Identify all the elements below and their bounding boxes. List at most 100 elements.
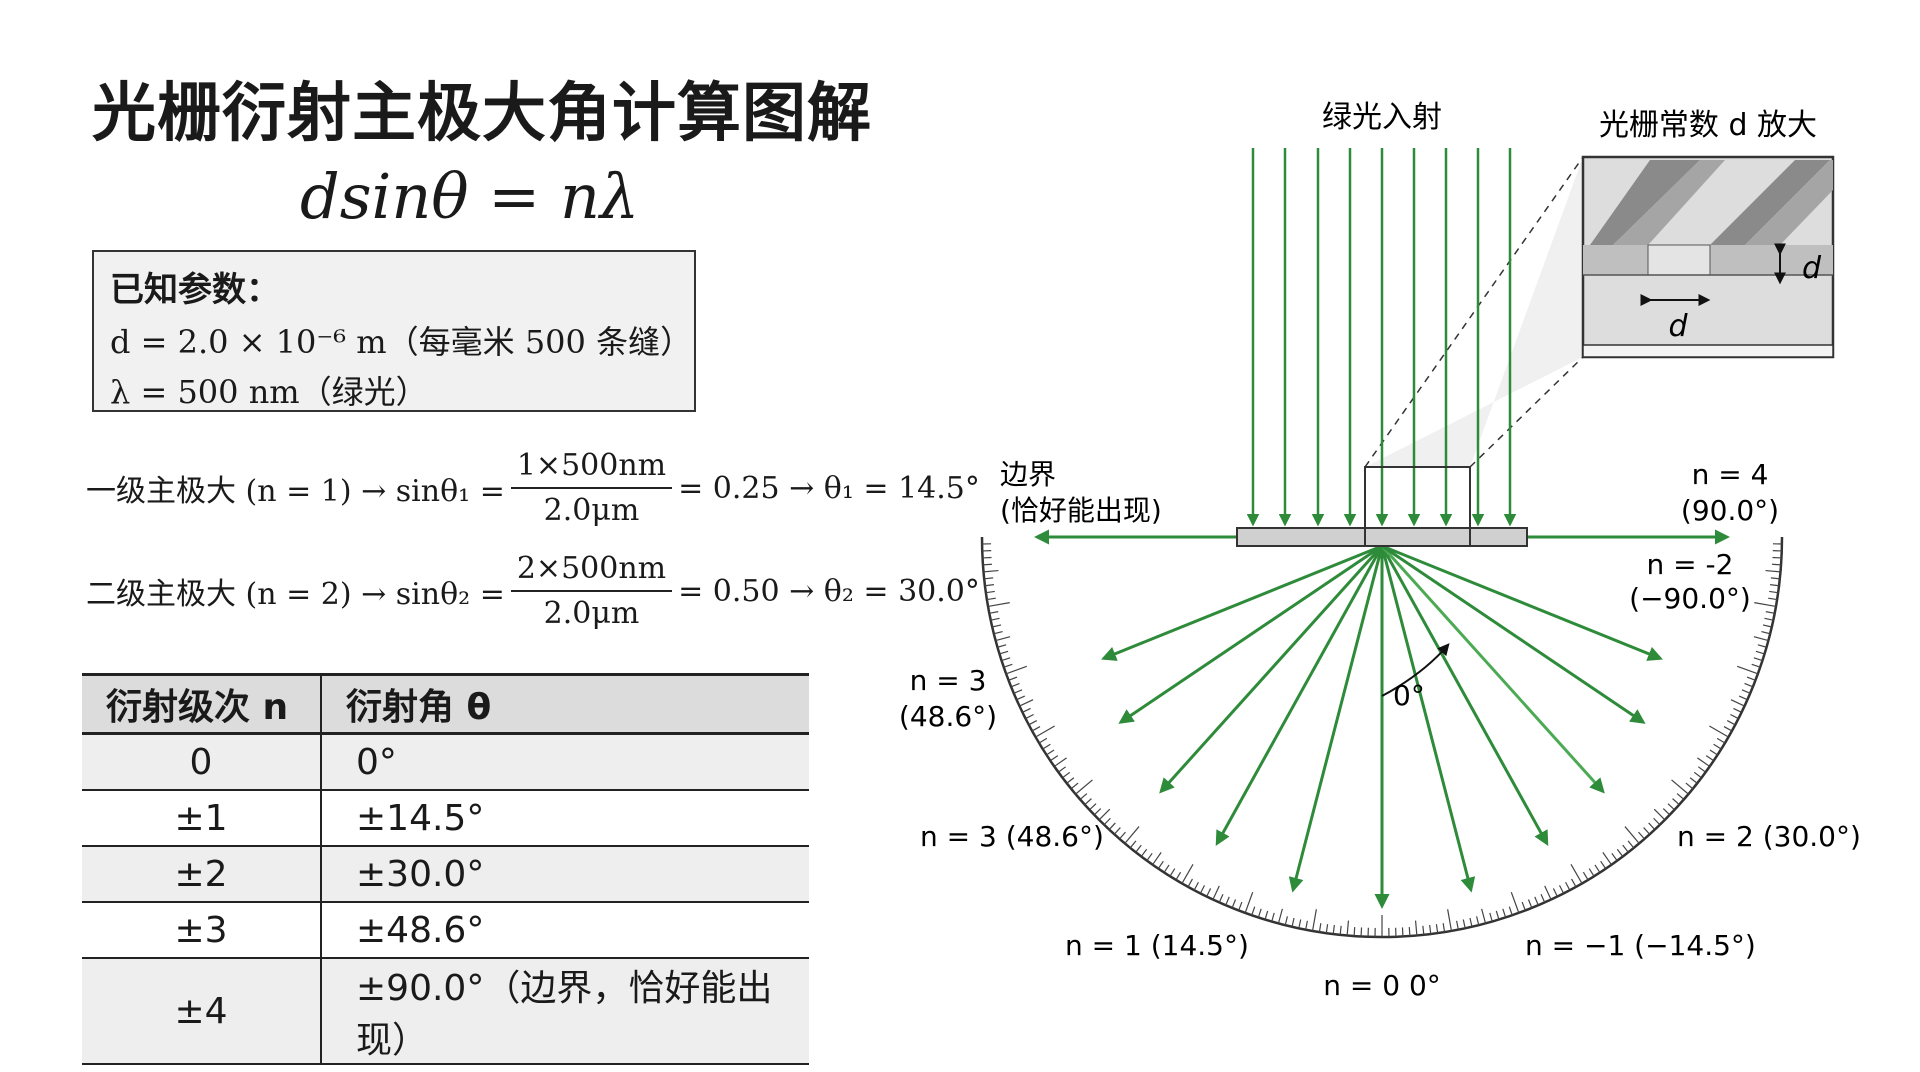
table-row: ±4±90.0°（边界，恰好能出现） (82, 958, 809, 1065)
angle-cell: ±48.6° (321, 902, 809, 959)
protractor-tick (1753, 636, 1769, 642)
protractor-tick (1353, 927, 1356, 937)
protractor-tick (1271, 912, 1275, 922)
protractor-tick (1332, 925, 1335, 935)
protractor-tick (1662, 808, 1671, 816)
protractor-tick (1469, 917, 1473, 927)
protractor-tick (1746, 676, 1756, 681)
eq1-denominator: 2.0μm (543, 493, 640, 528)
protractor-tick (1163, 864, 1170, 873)
protractor-tick (1429, 925, 1432, 935)
protractor-tick (1031, 726, 1041, 732)
protractor-tick (1527, 899, 1533, 909)
protractor-tick (989, 611, 999, 614)
protractor-tick (1709, 725, 1729, 738)
incident-beams (1246, 148, 1517, 527)
protractor-tick (1146, 852, 1153, 861)
protractor-tick (986, 597, 996, 601)
protractor-tick (1697, 766, 1706, 773)
protractor-tick (1456, 920, 1459, 930)
label-n2-right: n = 2 (30.0°) (1677, 820, 1861, 853)
protractor-tick (1638, 831, 1645, 840)
protractor-tick (1103, 817, 1111, 826)
angle-cell: ±30.0° (321, 846, 809, 903)
protractor-tick (1325, 924, 1329, 934)
protractor-tick (1602, 852, 1612, 866)
protractor-tick (1016, 695, 1026, 701)
known-parameters-box: 已知参数： d = 2.0 × 10⁻⁶ m（每毫米 500 条缝） λ = 5… (92, 250, 696, 412)
protractor-tick (1510, 891, 1520, 914)
protractor-tick (1558, 885, 1565, 894)
protractor-tick (1751, 663, 1761, 668)
inset-title: 光栅常数 d 放大 (1599, 108, 1817, 143)
protractor-tick (1058, 766, 1067, 773)
protractor-tick (1339, 925, 1342, 935)
page-title: 光栅衍射主极大角计算图解 (92, 77, 872, 151)
eq1-numerator: 1×500nm (510, 448, 673, 489)
protractor-tick (1709, 749, 1718, 756)
eq2-numerator: 2×500nm (510, 551, 673, 592)
protractor-tick (1765, 611, 1775, 614)
zero-angle-label: 0° (1393, 679, 1425, 712)
protractor-tick (1079, 793, 1088, 800)
eq1-lead: 一级主极大 (n = 1) → sinθ₁ = (86, 474, 505, 509)
grating-formula: dsinθ = nλ (300, 160, 640, 233)
order-cell: ±1 (82, 790, 322, 847)
protractor-tick (1697, 757, 1711, 767)
grating-zoom-box (1364, 466, 1471, 547)
protractor-tick (1212, 885, 1220, 900)
protractor-tick (1693, 771, 1702, 779)
protractor-tick (1251, 906, 1256, 916)
protractor-tick (1671, 779, 1689, 795)
protractor-tick (1588, 868, 1595, 877)
protractor-tick (1744, 682, 1754, 688)
protractor-tick (1565, 881, 1571, 891)
protractor-tick (997, 644, 1007, 648)
protractor-tick (1770, 584, 1780, 587)
order-cell: ±2 (82, 846, 322, 903)
protractor-tick (1038, 737, 1048, 744)
protractor-tick (1667, 803, 1675, 811)
protractor-tick (1643, 827, 1651, 835)
protractor-tick (1772, 563, 1782, 566)
protractor-tick (1075, 779, 1093, 795)
protractor-tick (1084, 798, 1092, 806)
protractor-tick (1544, 885, 1552, 900)
header-angle: 衍射角 θ (321, 673, 809, 735)
diffracted-beam (1118, 544, 1383, 724)
protractor-tick (1552, 888, 1558, 897)
protractor-tick (1140, 848, 1148, 857)
protractor-tick (1738, 695, 1748, 701)
protractor-tick (1135, 844, 1142, 853)
protractor-tick (1042, 743, 1051, 750)
protractor-tick (1624, 826, 1640, 844)
protractor-tick (1175, 871, 1182, 881)
protractor-tick (1244, 891, 1254, 914)
protractor-tick (1726, 720, 1736, 726)
zoom-line-upper (1364, 156, 1584, 468)
protractor-tick (1761, 631, 1771, 635)
protractor-tick (1705, 755, 1714, 762)
protractor-tick (1089, 803, 1097, 811)
protractor-tick (1733, 707, 1742, 713)
label-n4: n = 4 (1692, 458, 1769, 491)
known-wavelength: λ = 500 nm（绿光） (110, 373, 428, 411)
protractor-tick (1010, 682, 1020, 688)
protractor-tick (1187, 878, 1193, 888)
protractor-tick (1113, 827, 1121, 835)
protractor-tick (1713, 743, 1722, 750)
protractor-tick (1730, 699, 1745, 707)
label-nm2: n = -2 (1647, 548, 1734, 581)
diffracted-beam (1381, 544, 1646, 724)
protractor-tick (1422, 925, 1425, 935)
diffracted-beam (1381, 544, 1663, 661)
zero-angle-arc (1381, 643, 1450, 697)
protractor-tick (1476, 916, 1480, 926)
protractor-tick (1462, 919, 1466, 929)
protractor-tick (1318, 923, 1322, 933)
table-header-row: 衍射级次 n 衍射角 θ (82, 673, 809, 735)
protractor-tick (1755, 650, 1765, 655)
protractor-tick (1502, 908, 1507, 918)
protractor-tick (1098, 808, 1111, 821)
